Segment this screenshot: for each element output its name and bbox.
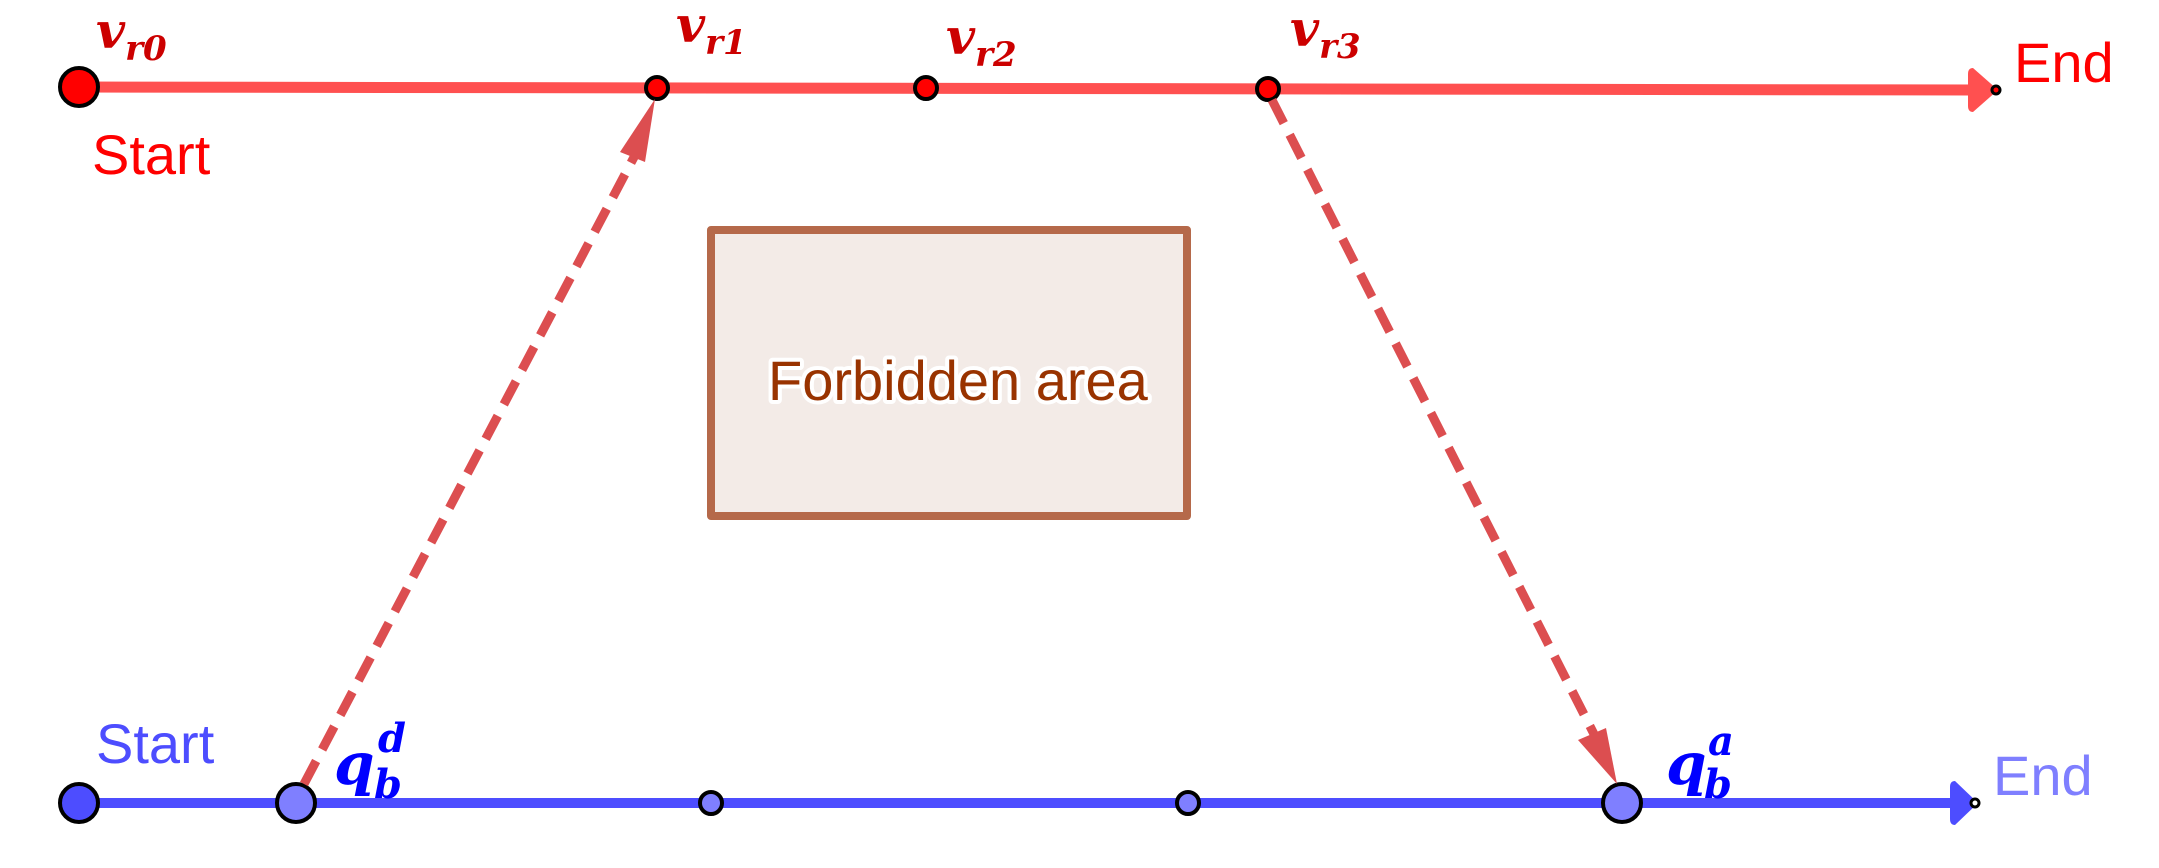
blue-track: q d b q a b Start End — [58, 712, 2093, 825]
point-q-b-a[interactable] — [1601, 782, 1643, 824]
red-start-label: Start — [92, 123, 211, 186]
point-v-r0[interactable] — [58, 66, 100, 108]
forbidden-area-label: Forbidden area — [768, 349, 1149, 412]
forbidden-area-rect — [707, 226, 1191, 520]
label-v-r0: vr0 — [96, 1, 167, 69]
label-q-b-a: q — [1666, 730, 1707, 798]
point-v-r1[interactable] — [644, 75, 670, 101]
blue-track-end-point[interactable] — [1969, 797, 1981, 809]
dashed-arrows — [300, 97, 1617, 787]
arrow-qbd-to-vr1 — [300, 137, 647, 787]
blue-start-label: Start — [96, 712, 215, 775]
blue-end-label: End — [1993, 744, 2093, 807]
point-blue-mid-1[interactable] — [698, 790, 724, 816]
blue-track-end-arrowhead — [1950, 781, 1978, 825]
label-v-r3: vr3 — [1290, 0, 1361, 67]
point-v-r3[interactable] — [1255, 76, 1281, 102]
label-q-b-d-sub: b — [374, 761, 402, 808]
point-blue-mid-2[interactable] — [1175, 790, 1201, 816]
red-track: vr0 vr1 vr2 vr3 Start End — [58, 0, 2114, 186]
label-v-r1: vr1 — [676, 0, 747, 63]
arrow-vr3-to-qba — [1267, 97, 1603, 745]
forbidden-area: Forbidden area — [707, 226, 1191, 520]
red-track-end-point[interactable] — [1990, 84, 2002, 96]
arrow-vr3-to-qba-head — [1578, 728, 1617, 784]
red-end-label: End — [2014, 31, 2114, 94]
red-track-end-arrowhead — [1968, 68, 1998, 112]
label-q-b-d: q — [334, 730, 375, 798]
label-q-b-a-sup: a — [1708, 718, 1734, 765]
label-q-b-a-sub: b — [1704, 761, 1732, 808]
red-track-line — [78, 81, 1976, 96]
label-q-b-d-sup: d — [378, 715, 406, 762]
point-q-b-d[interactable] — [275, 782, 317, 824]
arrow-qbd-to-vr1-head — [620, 99, 655, 162]
label-v-r2: vr2 — [946, 7, 1017, 75]
point-blue-start[interactable] — [58, 782, 100, 824]
point-v-r2[interactable] — [913, 75, 939, 101]
